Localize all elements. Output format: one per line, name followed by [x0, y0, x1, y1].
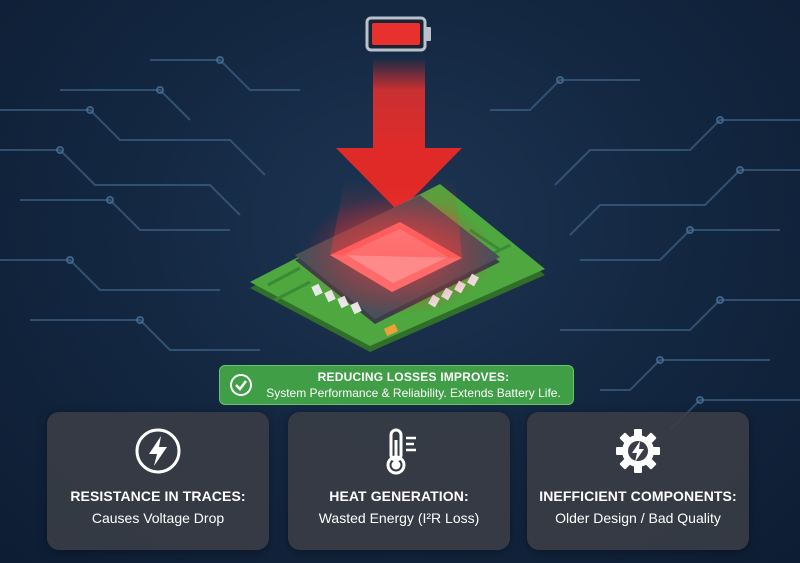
- thermometer-icon: [386, 428, 416, 475]
- card-title: HEAT GENERATION:: [329, 488, 469, 504]
- card-title: RESISTANCE IN TRACES:: [70, 488, 246, 504]
- gear-lightning-icon: [616, 429, 660, 473]
- check-circle-icon: [230, 374, 252, 396]
- card-components: INEFFICIENT COMPONENTS: Older Design / B…: [527, 412, 749, 550]
- card-heat: HEAT GENERATION: Wasted Energy (I²R Loss…: [288, 412, 510, 550]
- improvement-banner: REDUCING LOSSES IMPROVES: System Perform…: [219, 365, 574, 405]
- card-text: Older Design / Bad Quality: [555, 510, 721, 526]
- circuit-nodes: [56, 56, 744, 404]
- card-text: Wasted Energy (I²R Loss): [318, 510, 480, 526]
- banner-title: REDUCING LOSSES IMPROVES:: [317, 370, 510, 384]
- battery-low-icon: [365, 16, 431, 52]
- processor-chip: [295, 180, 500, 324]
- lightning-bolt-icon: [135, 428, 181, 474]
- card-resistance: RESISTANCE IN TRACES: Causes Voltage Dro…: [47, 412, 269, 550]
- card-title: INEFFICIENT COMPONENTS:: [539, 488, 737, 504]
- banner-text: System Performance & Reliability. Extend…: [266, 386, 561, 400]
- card-text: Causes Voltage Drop: [91, 510, 225, 526]
